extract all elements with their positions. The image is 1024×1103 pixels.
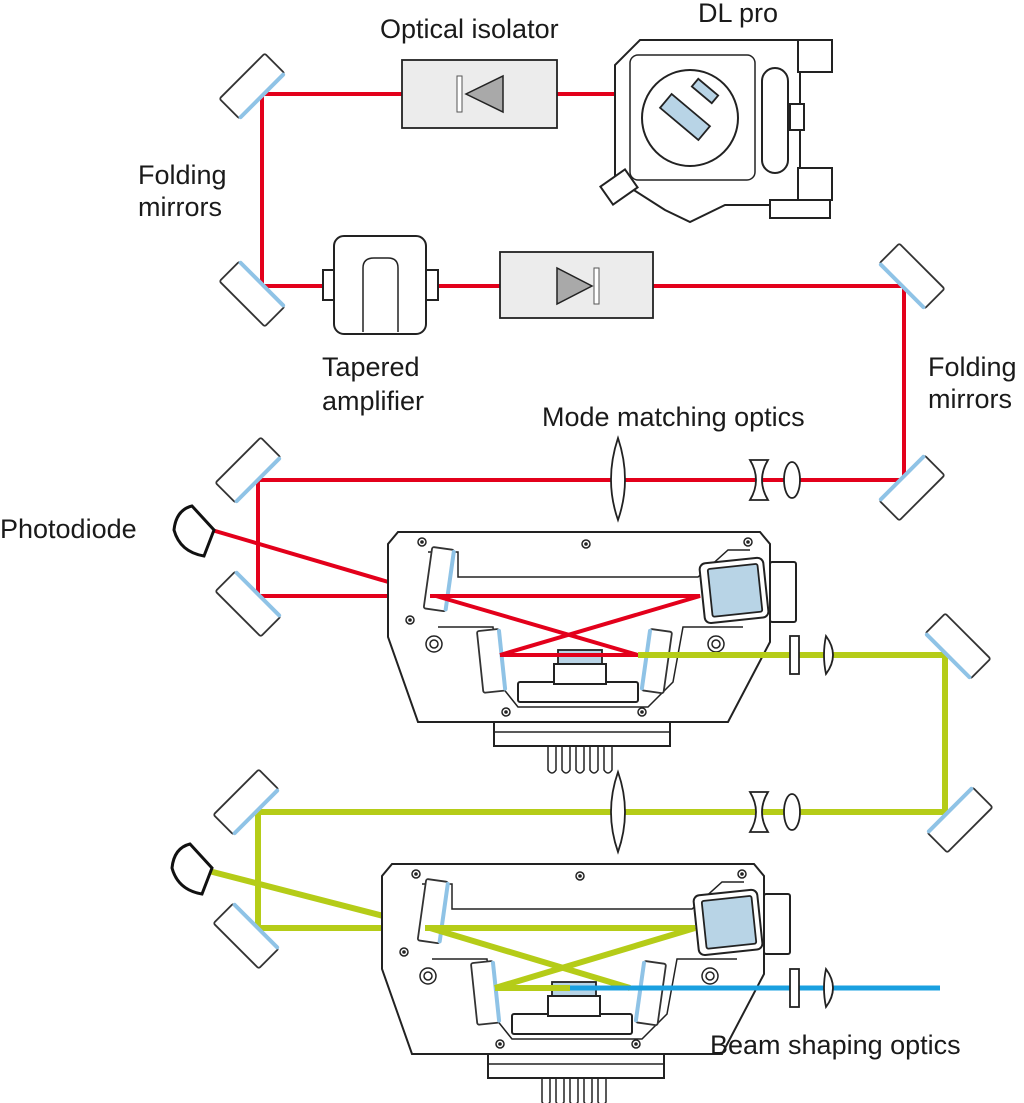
optical-isolator-top <box>401 59 558 129</box>
label-optical-isolator: Optical isolator <box>380 14 559 44</box>
folding-mirror-green-right-top <box>925 613 990 678</box>
label-folding-mirrors-right-1: Folding <box>928 352 1017 382</box>
folding-mirror-cav2-bottom <box>213 903 278 968</box>
label-folding-mirrors-left-1: Folding <box>138 160 227 190</box>
photodiode-2 <box>170 842 214 896</box>
label-dl-pro: DL pro <box>698 0 778 28</box>
label-photodiode: Photodiode <box>0 514 137 544</box>
folding-mirror-mid-left <box>219 261 284 326</box>
label-tapered-amplifier-1: Tapered <box>322 352 420 382</box>
dl-pro-laser <box>599 39 833 224</box>
output-optics-cavity-1 <box>789 633 834 677</box>
label-mode-matching-optics: Mode matching optics <box>542 402 805 432</box>
optical-isolator-middle <box>499 251 654 319</box>
folding-mirror-top-left <box>219 53 284 118</box>
photodiode-1 <box>172 504 216 558</box>
folding-mirror-cav1-top <box>215 437 280 502</box>
label-folding-mirrors-left-2: mirrors <box>138 192 222 222</box>
mode-matching-optics-1 <box>610 435 801 523</box>
folding-mirror-top-right <box>879 243 944 308</box>
label-tapered-amplifier-2: amplifier <box>322 386 424 416</box>
folding-mirror-cav2-top <box>213 769 278 834</box>
label-folding-mirrors-right-2: mirrors <box>928 384 1012 414</box>
tapered-amplifier <box>322 235 439 335</box>
folding-mirror-right-2 <box>879 455 944 520</box>
beam-shaping-optics <box>789 966 834 1010</box>
mode-matching-optics-2 <box>610 769 801 855</box>
folding-mirror-green-right-bottom <box>927 787 992 852</box>
folding-mirror-cav1-bottom <box>215 571 280 636</box>
frequency-doubling-cavity-2 <box>380 862 792 1103</box>
label-beam-shaping-optics: Beam shaping optics <box>710 1030 961 1060</box>
